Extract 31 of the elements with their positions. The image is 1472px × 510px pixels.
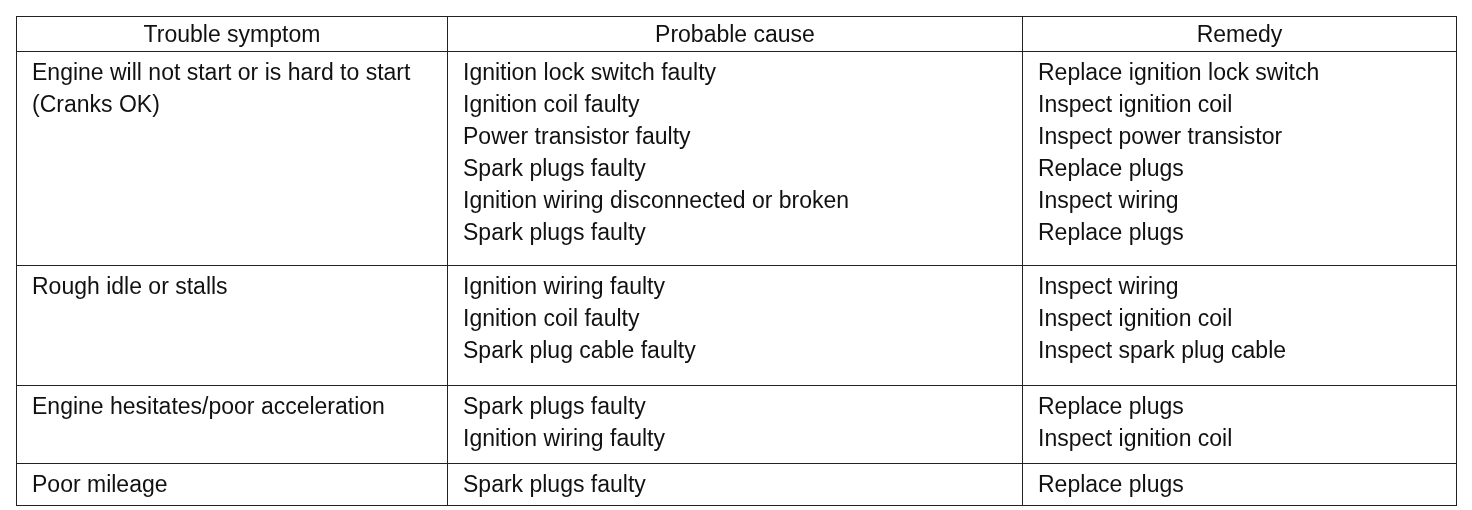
cause-text: Spark plugs faulty bbox=[463, 392, 646, 421]
cause-text: Ignition lock switch faulty bbox=[463, 58, 717, 87]
symptom-text: Poor mileage bbox=[32, 470, 169, 499]
cause-text: Ignition wiring faulty bbox=[463, 424, 665, 453]
cause-text: Ignition coil faulty bbox=[463, 304, 640, 333]
remedy-text: Inspect wiring bbox=[1038, 272, 1179, 301]
cause-text: Spark plugs faulty bbox=[463, 154, 646, 183]
remedy-text: Inspect power transistor bbox=[1038, 122, 1283, 151]
remedy-text: Inspect ignition coil bbox=[1038, 304, 1233, 333]
remedy-text: Replace ignition lock switch bbox=[1038, 58, 1320, 87]
cause-text: Ignition wiring faulty bbox=[463, 272, 665, 301]
cause-text: Spark plugs faulty bbox=[463, 218, 646, 247]
cause-text: Power transistor faulty bbox=[463, 122, 691, 151]
remedy-text: Inspect wiring bbox=[1038, 186, 1179, 215]
cause-text: Spark plug cable faulty bbox=[463, 336, 696, 365]
column-header: Probable cause bbox=[655, 20, 815, 49]
cause-text: Spark plugs faulty bbox=[463, 470, 646, 499]
remedy-text: Inspect ignition coil bbox=[1038, 424, 1233, 453]
remedy-text: Inspect ignition coil bbox=[1038, 90, 1233, 119]
column-header: Remedy bbox=[1196, 20, 1283, 49]
symptom-text: Rough idle or stalls bbox=[32, 272, 229, 301]
remedy-text: Replace plugs bbox=[1038, 470, 1184, 499]
remedy-text: Replace plugs bbox=[1038, 154, 1184, 183]
cause-text: Ignition coil faulty bbox=[463, 90, 640, 119]
remedy-text: Replace plugs bbox=[1038, 218, 1184, 247]
column-header: Trouble symptom bbox=[143, 20, 321, 49]
cause-text: Ignition wiring disconnected or broken bbox=[463, 186, 850, 215]
symptom-text: Engine hesitates/poor acceleration bbox=[32, 392, 386, 421]
remedy-text: Inspect spark plug cable bbox=[1038, 336, 1287, 365]
remedy-text: Replace plugs bbox=[1038, 392, 1184, 421]
symptom-text: Engine will not start or is hard to start (Cranks OK) bbox=[32, 58, 412, 119]
